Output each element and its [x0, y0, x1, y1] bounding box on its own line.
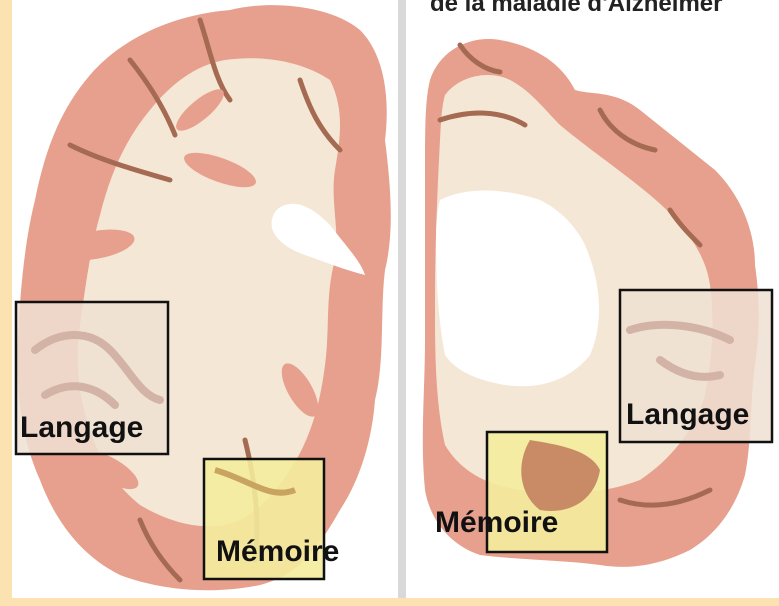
left-language-label: Langage	[20, 413, 143, 443]
left-brain	[16, 5, 391, 590]
left-memory-label: Mémoire	[216, 537, 339, 567]
right-memory-label: Mémoire	[435, 508, 558, 538]
right-language-label: Langage	[626, 400, 749, 430]
right-brain	[423, 39, 772, 567]
right-panel-title: de la maladie d'Alzheimer	[430, 0, 722, 18]
